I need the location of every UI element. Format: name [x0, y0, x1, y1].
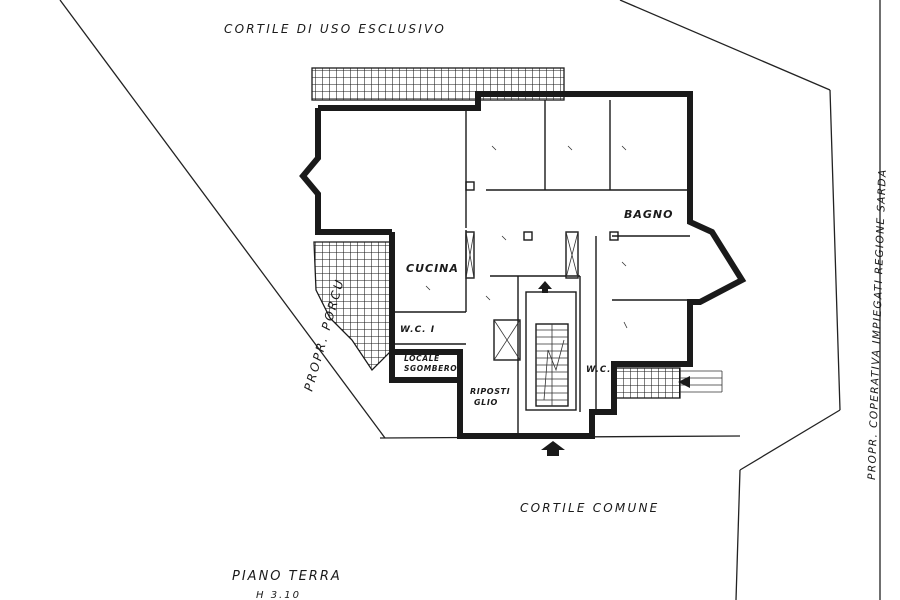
interior-walls [392, 100, 700, 436]
boundary-south [735, 469, 741, 600]
staircase [525, 291, 577, 411]
boundary-north-east [619, 0, 831, 91]
label-cucina: CUCINA [406, 262, 459, 275]
label-height: H 3.10 [256, 590, 301, 600]
label-locale-line1: LOCALE [404, 354, 440, 363]
boundary-east [829, 89, 841, 411]
east-porch [615, 367, 681, 399]
label-propr-cooperativa: PROPR. COPERATIVA IMPIEGATI REGIONE SARD… [866, 168, 889, 480]
lift-shaft [493, 319, 521, 361]
label-ripostiglio-line2: GLIO [474, 398, 498, 407]
label-cortile-comune: CORTILE COMUNE [520, 501, 659, 515]
label-wc-left: W.C. I [400, 325, 435, 335]
label-locale-line2: SGOMBERO [404, 364, 457, 373]
label-piano-terra: PIANO TERRA [232, 569, 342, 584]
east-entry-arrow-icon [678, 376, 690, 388]
entrance-arrow-icon [541, 441, 565, 456]
label-bagno: BAGNO [624, 208, 673, 221]
label-cortile-uso-esclusivo: CORTILE DI USO ESCLUSIVO [224, 22, 446, 36]
stair-up-arrow-icon [538, 281, 552, 293]
plan-marks [425, 145, 628, 329]
label-wc-right: W.C. [586, 365, 611, 375]
boundary-south-east [739, 409, 841, 471]
boundary-west [59, 0, 386, 439]
label-ripostiglio-line1: RIPOSTI [470, 387, 510, 396]
